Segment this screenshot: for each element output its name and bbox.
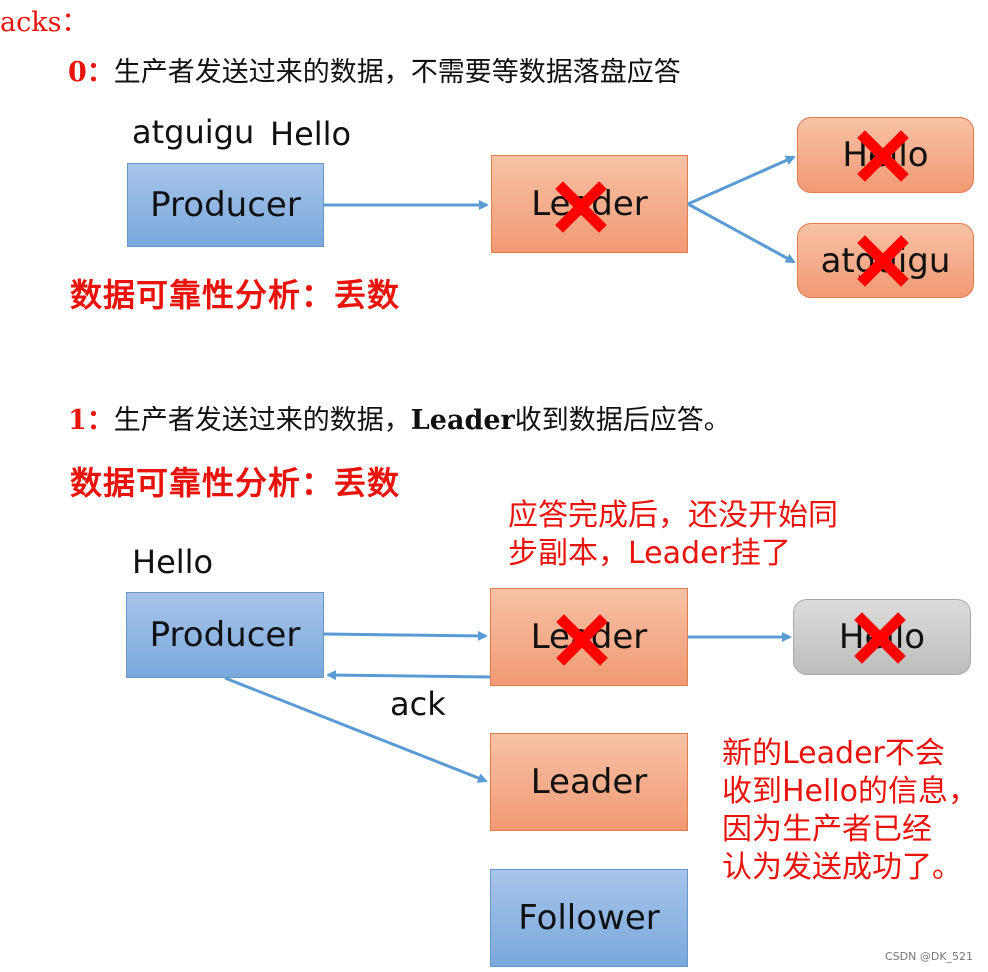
reliability-analysis-0: 数据可靠性分析：丢数: [70, 276, 401, 314]
producer-label: Producer: [150, 185, 301, 225]
note-line: 认为发送成功了。: [722, 850, 962, 885]
producer-box-1: Producer: [126, 592, 324, 678]
leader-label: Leader: [530, 762, 648, 802]
arrow-ack-to-producer: [326, 670, 491, 681]
producer-label: Producer: [149, 615, 301, 655]
acks1-desc-after: 收到数据后应答。: [514, 405, 731, 436]
follower-label: Follower: [518, 898, 660, 938]
acks0-level: 0：: [68, 57, 114, 88]
arrow-producer-to-new-leader: [224, 676, 488, 783]
arrow-leader-to-replica-bottom: [687, 202, 796, 264]
acks1-desc-bold: Leader: [410, 405, 515, 436]
acks0-desc: 生产者发送过来的数据，不需要等数据落盘应答: [113, 57, 681, 88]
ack-label: ack: [390, 685, 446, 723]
arrow-producer-to-leader-1: [323, 630, 488, 641]
follower-box: Follower: [490, 869, 688, 967]
acks0-description: 0：生产者发送过来的数据，不需要等数据落盘应答: [68, 50, 681, 89]
producer-box-0: Producer: [127, 163, 324, 247]
page-title: acks：: [0, 7, 89, 38]
note-line: 收到Hello的信息，: [722, 774, 979, 809]
message-label-hello-1: Hello: [132, 543, 214, 581]
replica-box-hello-1: Hello: [793, 599, 971, 675]
arrow-leader-to-replica-top: [687, 155, 796, 206]
message-label-atguigu: atguigu: [132, 113, 255, 151]
leader-box-0: Leader: [491, 155, 688, 253]
acks1-level: 1：: [68, 405, 114, 436]
replica-box-atguigu-0: atguigu: [797, 223, 974, 298]
acks1-description: 1：生产者发送过来的数据，Leader收到数据后应答。: [68, 398, 731, 437]
leader-box-1: Leader: [490, 588, 688, 686]
watermark: CSDN @DK_521: [885, 950, 974, 963]
message-label-hello: Hello: [270, 115, 352, 153]
replica-box-hello-0: Hello: [797, 117, 974, 193]
new-leader-box: Leader: [490, 733, 688, 831]
acks1-desc-before: 生产者发送过来的数据，: [113, 405, 411, 436]
note-line: 步副本，Leader挂了: [508, 536, 791, 571]
reliability-analysis-1: 数据可靠性分析：丢数: [70, 464, 401, 502]
note-line: 因为生产者已经: [722, 812, 932, 847]
note-line: 新的Leader不会: [722, 736, 945, 771]
note-new-leader: 新的Leader不会 收到Hello的信息， 因为生产者已经 认为发送成功了。: [722, 735, 978, 887]
note-leader-crash: 应答完成后，还没开始同 步副本，Leader挂了: [508, 497, 838, 573]
note-line: 应答完成后，还没开始同: [508, 498, 838, 533]
